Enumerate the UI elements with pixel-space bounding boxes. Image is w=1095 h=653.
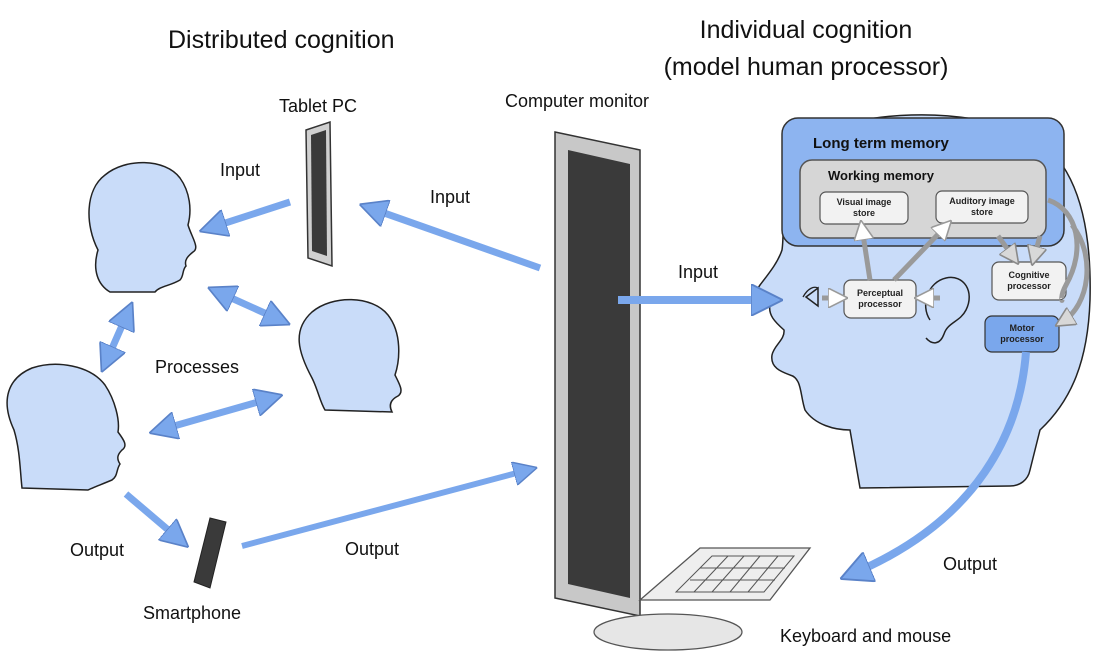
individual-cognition-subtitle: (model human processor) [664, 53, 949, 81]
auditory-image-store-label-1: Auditory image [949, 196, 1015, 206]
perceptual-processor-label-2: processor [858, 299, 902, 309]
head-top-to-middle-process-arrow [218, 292, 280, 320]
mouse-device [593, 613, 743, 651]
input-label-monitor-head: Input [678, 262, 718, 282]
perceptual-to-auditory-arrow [892, 226, 946, 282]
input-label-tablet-monitor: Input [430, 187, 470, 207]
wm-to-cognitive-arrow-2 [1034, 235, 1040, 258]
phone-to-monitor-output-arrow [241, 470, 528, 549]
smartphone-label: Smartphone [143, 603, 241, 623]
long-term-memory-label: Long term memory [813, 135, 950, 152]
input-label-head-tablet: Input [220, 160, 260, 180]
computer-monitor-label: Computer monitor [505, 91, 649, 111]
head-bottom-left [6, 363, 126, 491]
computer-monitor-device [554, 131, 641, 617]
perceptual-to-visual-arrow [862, 228, 870, 281]
tablet-pc-label: Tablet PC [279, 96, 357, 116]
output-label-head-phone: Output [70, 540, 124, 560]
motor-processor-label-1: Motor [1010, 323, 1035, 333]
output-label-phone-monitor: Output [345, 539, 399, 559]
head-to-phone-output-arrow [123, 491, 180, 540]
head-middle [298, 298, 402, 413]
distributed-cognition-title: Distributed cognition [168, 26, 395, 54]
working-memory-label: Working memory [828, 168, 935, 183]
cognitive-processor-label-2: processor [1007, 281, 1051, 291]
visual-image-store-label-2: store [853, 208, 875, 218]
processes-label: Processes [155, 357, 239, 377]
keyboard-and-mouse-label: Keyboard and mouse [780, 626, 951, 646]
cognitive-processor-label-1: Cognitive [1008, 270, 1049, 280]
monitor-to-tablet-input-arrow [370, 208, 542, 272]
visual-image-store-label-1: Visual image [837, 197, 892, 207]
output-label-motor-keyboard: Output [943, 554, 997, 574]
keyboard-device [638, 547, 812, 601]
auditory-image-store-label-2: store [971, 207, 993, 217]
head-bottom-to-middle-process-arrow [160, 398, 272, 430]
motor-to-keyboard-output-arrow [852, 351, 1030, 574]
individual-cognition-title: Individual cognition [700, 16, 913, 44]
motor-processor-label-2: processor [1000, 334, 1044, 344]
wm-to-cognitive-arrow-1 [995, 234, 1014, 258]
auditory-image-store-box [935, 190, 1029, 224]
smartphone-device [193, 517, 227, 589]
head-top-to-bottom-process-arrow [106, 312, 128, 362]
tablet-pc-device [305, 120, 333, 268]
ear-icon [925, 276, 970, 344]
eye-icon [802, 286, 819, 308]
perceptual-processor-label-1: Perceptual [857, 288, 903, 298]
ltm-to-motor-arrow [1062, 223, 1090, 322]
head-top-left [88, 161, 197, 293]
tablet-to-head-input-arrow [210, 198, 292, 228]
